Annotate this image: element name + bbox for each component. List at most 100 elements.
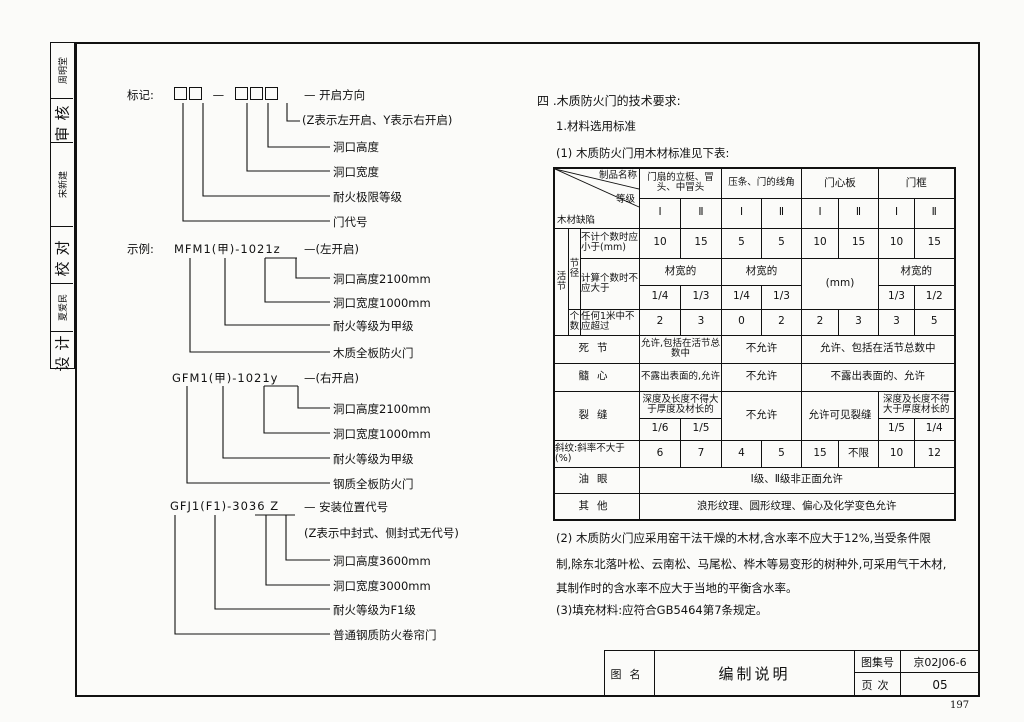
cell: 材宽的 xyxy=(639,257,722,286)
sidebar-cell: 周明堂 xyxy=(51,43,73,99)
example3-code: GFJ1(F1)-3036 Z xyxy=(170,499,280,513)
atlas-number-label: 图集号 xyxy=(855,651,901,673)
cell: 15 xyxy=(838,227,879,259)
cell: 15 xyxy=(680,227,722,259)
title-block: 图名 编制说明 图集号 京02J06-6 页次 05 xyxy=(604,650,980,697)
hdr-grade: 等级 xyxy=(615,194,635,205)
note-2-line-3: 其制作时的含水率不应大于当地的平衡含水率。 xyxy=(556,581,798,595)
page-order: 05 xyxy=(932,677,948,692)
cell: 7 xyxy=(680,439,722,468)
example1-height: 洞口高度2100mm xyxy=(333,272,431,286)
cell: 不允许 xyxy=(721,362,802,392)
drawing-name: 编制说明 xyxy=(655,651,855,696)
cell: 材宽的 xyxy=(721,257,802,286)
hdr-defect: 木材缺陷 xyxy=(557,214,596,226)
live-knot-label: 活节 xyxy=(553,227,569,336)
example3-width: 洞口宽度3000mm xyxy=(333,579,431,593)
example-label: 示例: xyxy=(127,242,154,256)
note-3: (3)填充材料:应符合GB5464第7条规定。 xyxy=(556,603,768,617)
atlas-number: 京02J06-6 xyxy=(901,651,979,673)
cell: 2 xyxy=(639,308,681,336)
cell: 不露出表面的、允许 xyxy=(801,362,955,392)
example2-type: 钢质全板防火门 xyxy=(333,477,414,491)
cell: 10 xyxy=(801,227,839,259)
cell: 1/4 xyxy=(914,417,955,441)
cell: 浪形纹理、圆形纹理、偏心及化学变色允许 xyxy=(639,492,955,521)
cell: 4 xyxy=(721,439,762,468)
sidebar-cell: 宋新建 xyxy=(51,143,73,227)
cell: 10 xyxy=(878,227,915,259)
cell: 15 xyxy=(914,227,955,259)
cell: 15 xyxy=(801,439,839,468)
col-header: 门框 xyxy=(878,167,955,199)
legend-code-boxes: — xyxy=(173,87,279,102)
sidebar-cell: 夏爱民 xyxy=(51,284,73,332)
hdr-product-name: 制品名称 xyxy=(598,170,637,181)
page-order-label: 页次 xyxy=(855,673,901,696)
header-diagonal-cell: 制品名称 等级 木材缺陷 xyxy=(553,167,640,229)
example2-width: 洞口宽度1000mm xyxy=(333,427,431,441)
cell: 1/4 xyxy=(721,284,762,310)
grade-cell: Ⅱ xyxy=(838,197,879,229)
example1-width: 洞口宽度1000mm xyxy=(333,296,431,310)
row-label: 死节 xyxy=(553,334,640,364)
example2-code: GFM1(甲)-1021y xyxy=(172,371,279,385)
cell: 允许可见裂缝 xyxy=(801,390,879,441)
cell: 12 xyxy=(914,439,955,468)
cell: 1/3 xyxy=(878,284,915,310)
sidebar-cell: 审核 xyxy=(51,99,73,143)
grade-cell: Ⅰ xyxy=(878,197,915,229)
timber-standard-table: 制品名称 等级 木材缺陷 门扇的立梃、冒头、中冒头 压条、门的线角 门心板 门框… xyxy=(553,167,956,521)
row-label: 任何1米中不应超过 xyxy=(580,308,640,336)
note-2-line-1: (2) 木质防火门应采用窑干法干燥的木材,含水率不应大于12%,当受条件限 xyxy=(556,531,931,545)
drawing-frame xyxy=(75,42,980,697)
note-2-line-2: 制,除东北落叶松、云南松、马尾松、桦木等易变形的树种外,可采用气干木材, xyxy=(556,557,947,571)
row-label: 油眼 xyxy=(553,466,640,494)
cell: 1/5 xyxy=(878,417,915,441)
cell: 允许、包括在活节总数中 xyxy=(801,334,955,364)
grade-cell: Ⅱ xyxy=(680,197,722,229)
row-label: 计算个数时不应大于 xyxy=(580,257,640,310)
grade-cell: Ⅱ xyxy=(761,197,802,229)
grade-cell: Ⅰ xyxy=(639,197,681,229)
drawing-name-label: 图名 xyxy=(605,651,655,696)
row-label: 其他 xyxy=(553,492,640,521)
diagonal-lines xyxy=(555,169,639,208)
legend-label: 标记: xyxy=(127,88,154,102)
row-label: 斜纹:斜率不大于(%) xyxy=(553,439,640,468)
cell: 1/6 xyxy=(639,417,681,441)
legend-open-note: (Z表示左开启、Y表示右开启) xyxy=(302,113,453,127)
cell: 材宽的 xyxy=(878,257,955,286)
example2-height: 洞口高度2100mm xyxy=(333,402,431,416)
col-header: 门扇的立梃、冒头、中冒头 xyxy=(639,167,722,199)
cell: 10 xyxy=(878,439,915,468)
cell: 1/5 xyxy=(680,417,722,441)
cell: 1/3 xyxy=(761,284,802,310)
cell: 5 xyxy=(721,227,762,259)
knot-diameter-label: 节径 xyxy=(568,227,581,310)
example1-open: —(左开启) xyxy=(304,242,359,256)
example3-height: 洞口高度3600mm xyxy=(333,554,431,568)
cell: 不限 xyxy=(838,439,879,468)
cell: 3 xyxy=(680,308,722,336)
example2-open: —(右开启) xyxy=(304,371,359,385)
cell: 6 xyxy=(639,439,681,468)
example2-grade: 耐火等级为甲级 xyxy=(333,452,414,466)
subsection-title: 1.材料选用标准 xyxy=(556,119,636,133)
cell: 1/4 xyxy=(639,284,681,310)
legend-height: 洞口高度 xyxy=(333,140,379,154)
cell: 深度及长度不得大于厚度材长的 xyxy=(878,390,955,419)
table-caption: (1) 木质防火门用木材标准见下表: xyxy=(556,146,730,160)
cell: 10 xyxy=(639,227,681,259)
knot-count-label: 个数 xyxy=(568,308,581,336)
cell: 0 xyxy=(721,308,762,336)
col-header: 门心板 xyxy=(801,167,879,199)
cell: 1/2 xyxy=(914,284,955,310)
cell: 5 xyxy=(914,308,955,336)
cell: Ⅰ级、Ⅱ级非正面允许 xyxy=(639,466,955,494)
legend-width: 洞口宽度 xyxy=(333,165,379,179)
row-label: 裂缝 xyxy=(553,390,640,441)
cell: 深度及长度不得大于厚度及材长的 xyxy=(639,390,722,419)
example1-type: 木质全板防火门 xyxy=(333,346,414,360)
